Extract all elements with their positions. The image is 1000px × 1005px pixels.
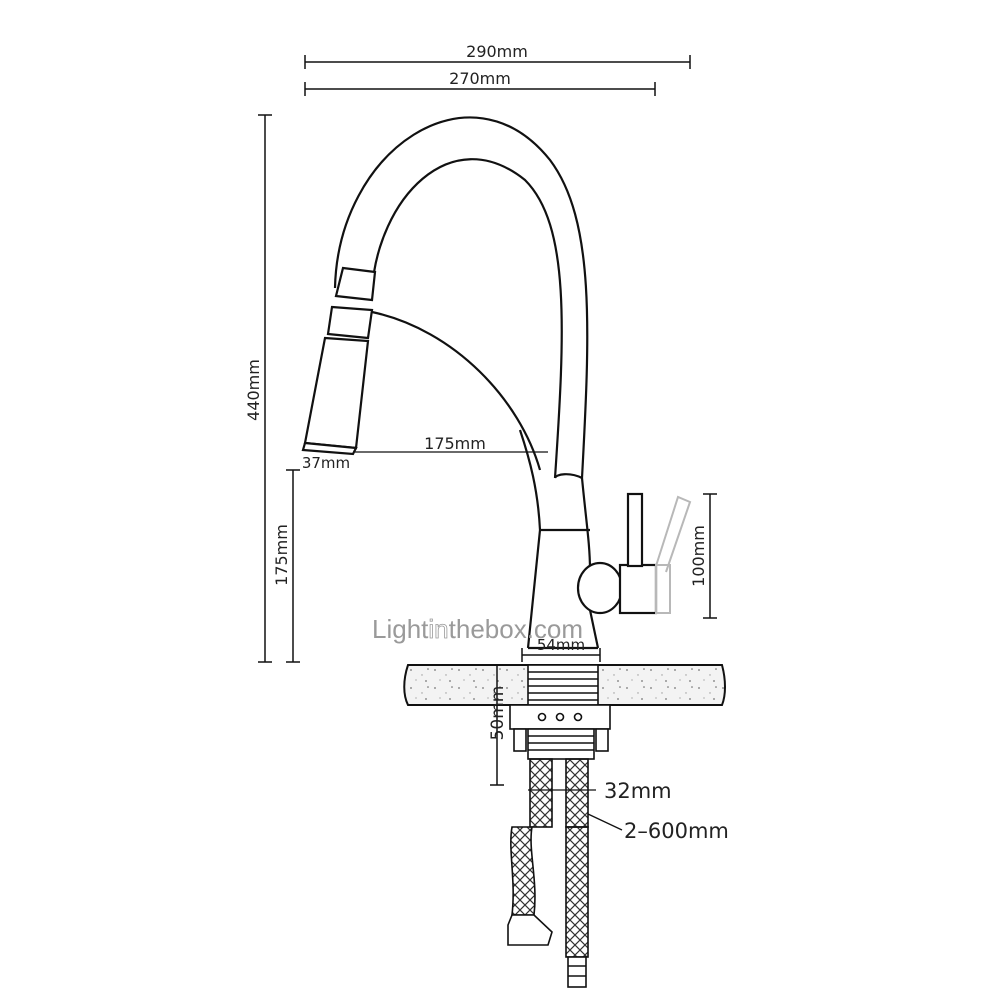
spray-head-reach-label: 175mm <box>424 434 486 453</box>
base-diameter-label: 54mm <box>537 636 585 654</box>
supply-hoses <box>507 758 589 988</box>
hose-length-label: 2–600mm <box>624 819 729 843</box>
handle-rotated-ghost <box>655 495 692 614</box>
spout-reach-label: 270mm <box>449 69 511 88</box>
faucet-body <box>333 116 600 650</box>
total-height-dimension <box>258 114 272 663</box>
outlet-height-dimension <box>286 469 300 663</box>
handle-height-label: 100mm <box>689 525 708 587</box>
shank-length-label: 50mm <box>488 686 508 741</box>
hose-length-leader <box>587 813 623 831</box>
overall-width-label: 290mm <box>466 42 528 61</box>
hose-diameter-label: 32mm <box>604 779 672 803</box>
spout-reach-dimension <box>304 82 656 96</box>
threaded-shank <box>509 664 611 760</box>
watermark: Lightinthebox.com <box>372 614 583 644</box>
handle <box>576 492 658 615</box>
handle-height-dimension <box>703 493 717 619</box>
spray-head <box>301 266 377 456</box>
shank-length-dimension <box>490 664 504 786</box>
spray-head-diameter-label: 37mm <box>302 454 350 472</box>
overall-width-dimension <box>304 55 691 69</box>
outlet-height-label: 175mm <box>272 524 291 586</box>
base-diameter-dimension <box>521 648 601 662</box>
total-height-label: 440mm <box>244 359 263 421</box>
